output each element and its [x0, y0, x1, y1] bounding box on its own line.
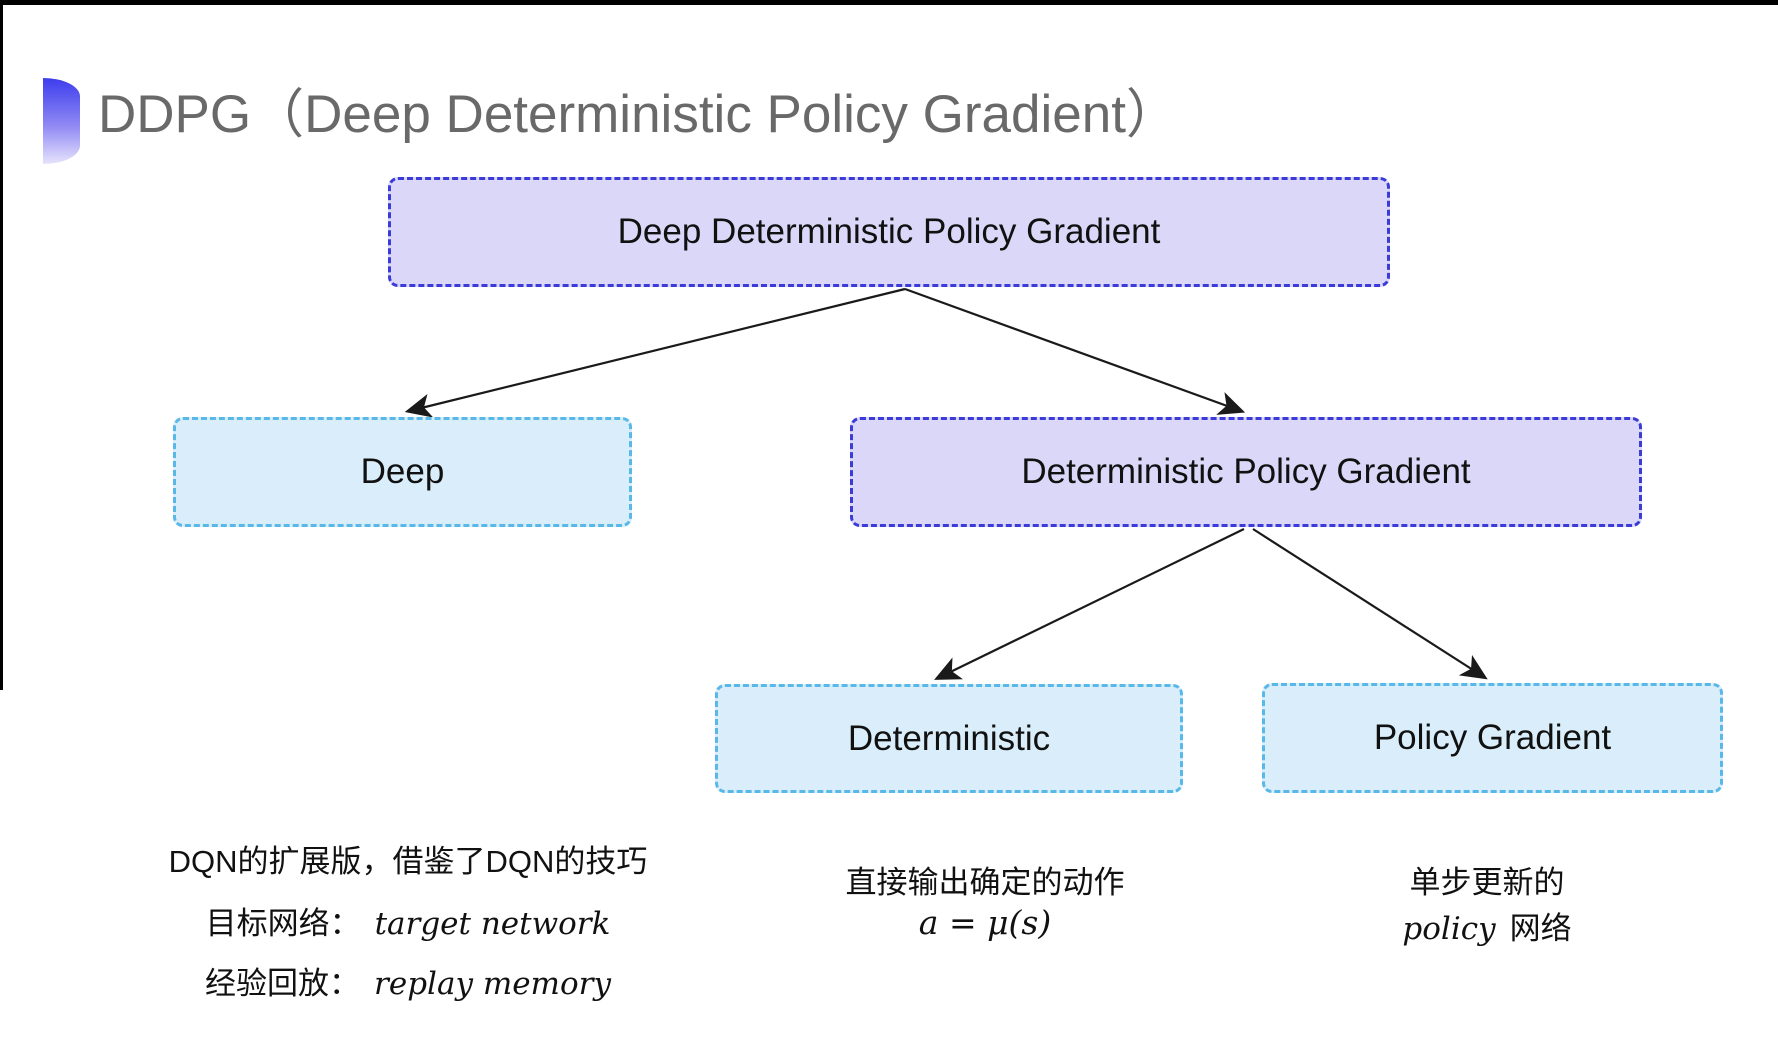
node-deterministic: Deterministic — [715, 684, 1183, 793]
note-value-target-network: target network — [374, 906, 611, 942]
note-policy-gradient-line2: policy 网络 — [1247, 903, 1727, 948]
note-value-replay-memory: replay memory — [374, 966, 611, 1002]
note-policy-italic: policy — [1402, 911, 1496, 947]
note-deterministic-line1: 直接输出确定的动作 — [845, 865, 1125, 900]
node-label: Deep Deterministic Policy Gradient — [617, 212, 1161, 251]
page-title: DDPG（Deep Deterministic Policy Gradient） — [98, 85, 1179, 144]
note-label-replay-memory: 经验回放： — [205, 966, 361, 1001]
node-label: Deterministic — [847, 718, 1051, 758]
left-border-line — [0, 0, 3, 690]
node-deterministic-policy-gradient: Deterministic Policy Gradient — [850, 417, 1642, 527]
top-border-line — [0, 0, 1778, 5]
node-deep-deterministic-policy-gradient: Deep Deterministic Policy Gradient — [388, 177, 1390, 287]
node-label: Deterministic Policy Gradient — [1021, 452, 1471, 491]
note-dqn-line1: DQN的扩展版，借鉴了DQN的技巧 — [168, 844, 648, 879]
bullet-decoration — [43, 78, 80, 164]
node-label: Deep — [360, 452, 445, 491]
note-label-target-network: 目标网络： — [205, 906, 361, 941]
node-label: Policy Gradient — [1373, 718, 1612, 757]
note-policy-gradient-line1: 单步更新的 — [1409, 865, 1565, 900]
node-deep: Deep — [173, 417, 632, 527]
note-dqn-line3: 经验回放： replay memory — [138, 958, 678, 1003]
node-policy-gradient: Policy Gradient — [1262, 683, 1723, 793]
note-dqn-line2: 目标网络： target network — [138, 898, 678, 943]
note-network-text: 网络 — [1509, 911, 1572, 946]
note-deterministic-formula: a = μ(s) — [918, 903, 1052, 942]
